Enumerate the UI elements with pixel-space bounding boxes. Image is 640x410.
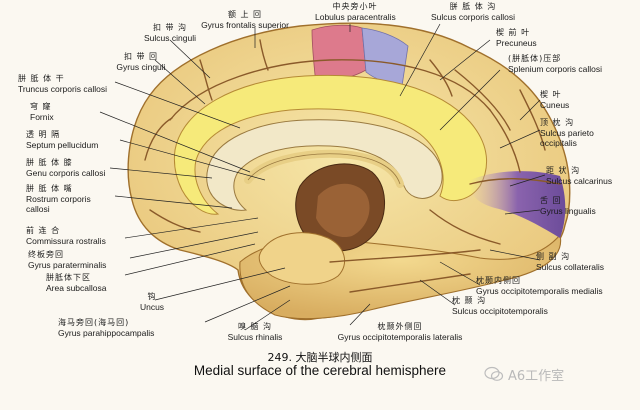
label-septum: 透 明 隔 Septum pellucidum <box>26 130 99 150</box>
label-gyrus-lingualis: 舌 回 Gyrus lingualis <box>540 196 596 216</box>
figure-title-zh: 249. 大脑半球内侧面 <box>267 351 373 364</box>
label-fornix: 穹 窿 Fornix <box>30 102 54 122</box>
label-gyrus-ot-lateralis: 枕颞外侧回 Gyrus occipitotemporalis lateralis <box>337 322 463 342</box>
label-cuneus: 楔 叶 Cuneus <box>540 90 570 110</box>
label-uncus: 钩 Uncus <box>139 292 165 312</box>
label-gyrus-paraterminalis: 终板旁回 Gyrus paraterminalis <box>28 250 107 270</box>
label-sulcus-calcarinus: 距 状 沟 Sulcus calcarinus <box>546 166 613 186</box>
wechat-icon <box>484 366 504 381</box>
label-splenium: (胼胝体)压部 Splenium corporis callosi <box>508 54 603 74</box>
watermark-text: A6工作室 <box>508 369 565 384</box>
label-gyrus-cinguli: 扣 带 回 Gyrus cinguli <box>116 52 166 72</box>
uncus <box>258 232 346 285</box>
label-sulcus-corporis-callosi-top: 胼 胝 体 沟 Sulcus corporis callosi <box>430 2 516 22</box>
label-gyrus-parahippocampalis: 海马旁回(海马回) Gyrus parahippocampalis <box>58 318 155 338</box>
gyrus-cinguli <box>173 74 488 215</box>
label-gyrus-frontalis-superior: 额 上 回 Gyrus frontalis superior <box>201 10 289 30</box>
label-sulcus-collateralis: 侧 副 沟 Sulcus collateralis <box>536 252 605 272</box>
sulci-lines <box>144 39 561 293</box>
calcarine-region <box>469 171 566 238</box>
label-genu: 胼 胝 体 膝 Genu corporis callosi <box>26 158 106 178</box>
label-gyrus-ot-medialis: 枕颞内侧回 Gyrus occipitotemporalis medialis <box>476 276 603 296</box>
label-sulcus-cinguli: 扣 带 沟 Sulcus cinguli <box>144 23 196 43</box>
label-rostrum: 胼 胝 体 嘴 Rostrum corporis callosi <box>26 184 91 214</box>
label-precuneus: 楔 前 叶 Precuneus <box>496 28 537 48</box>
label-area-subcallosa: 胼胝体下区 Area subcallosa <box>46 273 107 293</box>
label-sulcus-ot: 枕 颞 沟 Sulcus occipitotemporalis <box>452 296 548 316</box>
figure-title-en: Medial surface of the cerebral hemispher… <box>193 363 447 378</box>
label-sulcus-parieto-occipitalis: 顶 枕 沟 Sulcus parieto occipitalis <box>540 118 594 148</box>
label-truncus: 胼 胝 体 干 Truncus corporis callosi <box>18 74 107 94</box>
label-sulcus-rhinalis: 嗅 脑 沟 Sulcus rhinalis <box>227 322 283 342</box>
label-commissura: 前 连 合 Commissura rostralis <box>26 226 106 246</box>
label-lobulus-paracentralis: 中央旁小叶 Lobulus paracentralis <box>315 2 396 22</box>
